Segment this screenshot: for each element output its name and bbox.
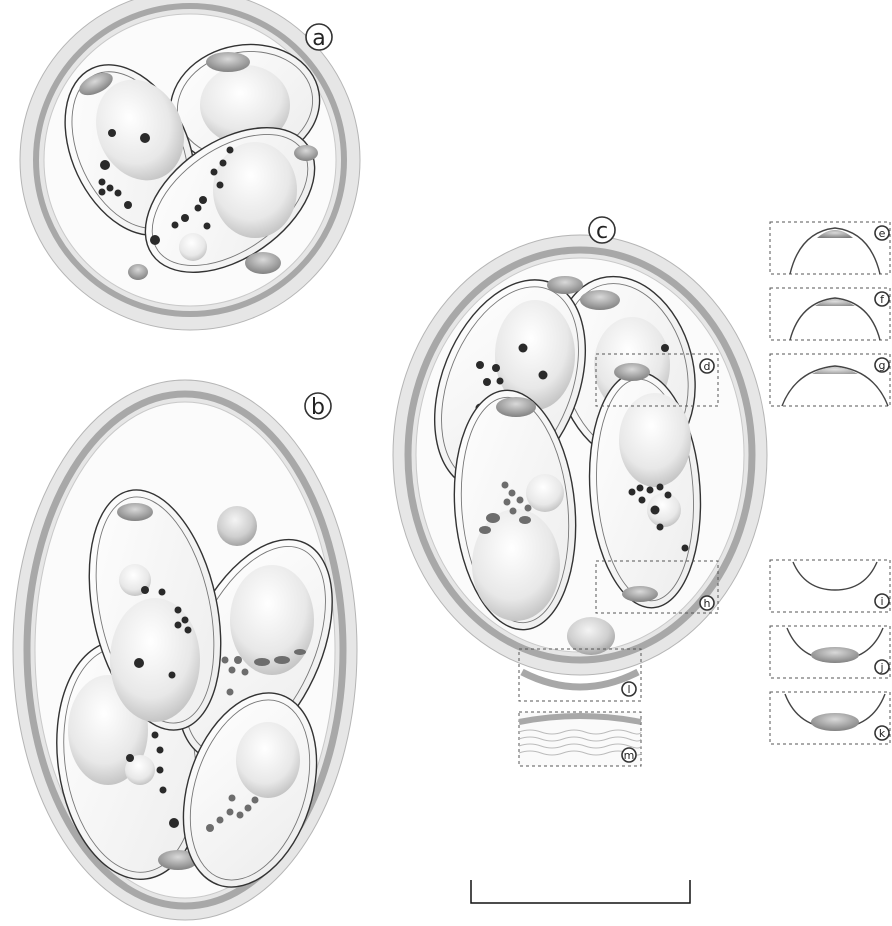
svg-text:m: m bbox=[624, 749, 635, 762]
svg-text:e: e bbox=[879, 227, 886, 240]
ascus-a: a bbox=[20, 0, 360, 330]
detail-box-m: m bbox=[519, 712, 641, 766]
svg-text:l: l bbox=[627, 683, 630, 696]
ascus-b: b bbox=[13, 380, 364, 920]
label-a: a bbox=[306, 24, 332, 51]
detail-panel-e: e bbox=[770, 222, 890, 274]
scale-bar bbox=[471, 880, 690, 903]
svg-text:a: a bbox=[312, 26, 325, 51]
label-b: b bbox=[305, 393, 331, 420]
ascus-b-droplet bbox=[217, 506, 257, 546]
detail-panel-k: k bbox=[770, 692, 890, 744]
svg-text:b: b bbox=[311, 395, 325, 420]
svg-text:d: d bbox=[704, 360, 711, 373]
detail-panel-i: i bbox=[770, 560, 890, 612]
svg-text:g: g bbox=[879, 359, 886, 372]
svg-text:h: h bbox=[704, 597, 711, 610]
svg-text:i: i bbox=[880, 595, 883, 608]
label-c: c bbox=[589, 217, 615, 244]
svg-text:j: j bbox=[879, 661, 883, 674]
detail-panel-f: f bbox=[770, 288, 890, 340]
svg-text:k: k bbox=[879, 727, 886, 740]
svg-text:c: c bbox=[596, 219, 608, 244]
detail-panel-j: j bbox=[770, 626, 890, 678]
detail-panel-g: g bbox=[770, 354, 890, 406]
